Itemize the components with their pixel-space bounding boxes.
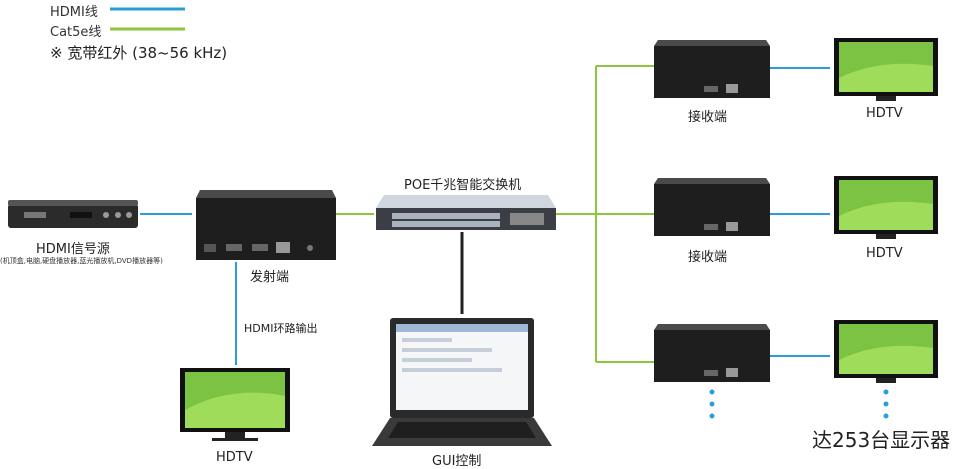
transmitter-label: 发射端 — [250, 270, 290, 285]
tv-1-icon — [834, 38, 938, 101]
switch-label: POE千兆智能交换机 — [404, 178, 522, 193]
receiver-1-label: 接收端 — [688, 110, 728, 125]
legend-hdmi-label: HDMI线 — [50, 5, 98, 20]
tv-2-icon — [834, 176, 938, 239]
tv-1-label: HDTV — [866, 106, 903, 121]
legend-ir-note: ※ 宽带红外 (38~56 kHz) — [50, 44, 228, 62]
loop-out-label: HDMI环路输出 — [244, 322, 318, 335]
receiver-2-icon — [654, 178, 770, 236]
loop-tv-icon — [180, 368, 290, 441]
continuation-dots-receivers — [709, 389, 715, 419]
tv-3-icon — [834, 320, 938, 383]
receiver-2-label: 接收端 — [688, 250, 728, 265]
hdmi-source-device-icon — [8, 200, 138, 228]
tv-2-label: HDTV — [866, 246, 903, 261]
loop-tv-label: HDTV — [216, 450, 253, 465]
laptop-gui-icon — [372, 318, 552, 446]
source-sublabel: (机顶盒,电脑,硬盘播放器,蓝光播放机,DVD播放器等) — [0, 257, 163, 265]
poe-switch-icon — [376, 195, 556, 230]
gui-label: GUI控制 — [432, 454, 482, 469]
max-displays-label: 达253台显示器 — [812, 428, 951, 452]
legend-cat5e-label: Cat5e线 — [50, 25, 102, 40]
source-label: HDMI信号源 — [36, 242, 110, 257]
receiver-3-icon — [654, 324, 770, 382]
transmitter-device-icon — [196, 190, 336, 260]
continuation-dots-tvs — [883, 389, 889, 419]
receiver-1-icon — [654, 40, 770, 98]
